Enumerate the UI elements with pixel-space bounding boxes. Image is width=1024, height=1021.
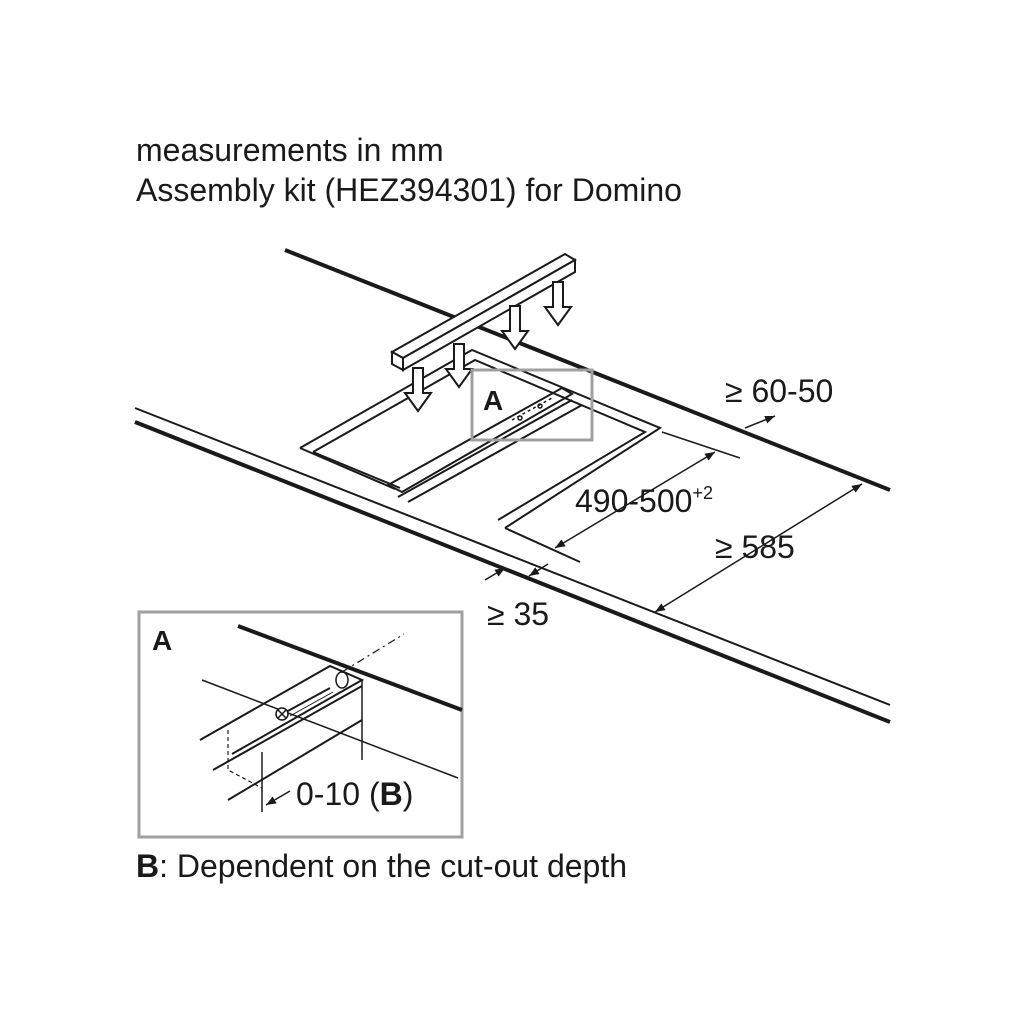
footnote: B: Dependent on the cut-out depth [136, 850, 627, 882]
detail-a-dim-label: 0-10 (B) [296, 776, 413, 812]
units-note: measurements in mm [136, 132, 444, 168]
dim-rear-label: ≥ 60-50 [725, 373, 833, 409]
footnote-key: B [136, 848, 160, 884]
arrow-down-icon [403, 281, 573, 413]
assembly-bar [389, 252, 577, 372]
detail-a-callout: A [483, 385, 503, 416]
dim-rear [744, 415, 776, 429]
dim-front-label: ≥ 35 [487, 596, 549, 632]
detail-a-title: A [152, 625, 172, 656]
detail-a-frame [470, 368, 594, 442]
support-rail [385, 386, 583, 503]
screw-icon [275, 707, 289, 721]
dim-cutout-label: 490-500+2 [575, 483, 713, 519]
detail-a-hardware [511, 397, 553, 421]
dim-worktop-label: ≥ 585 [715, 529, 795, 565]
cutout [299, 348, 663, 563]
footnote-text: : Dependent on the cut-out depth [159, 848, 628, 884]
dim-front [484, 563, 549, 581]
diagram-title: Assembly kit (HEZ394301) for Domino [136, 172, 682, 208]
detail-a-inset: A 0-10 (B) [137, 610, 464, 839]
dim-cutout [554, 431, 741, 549]
dim-worktop [654, 483, 863, 613]
